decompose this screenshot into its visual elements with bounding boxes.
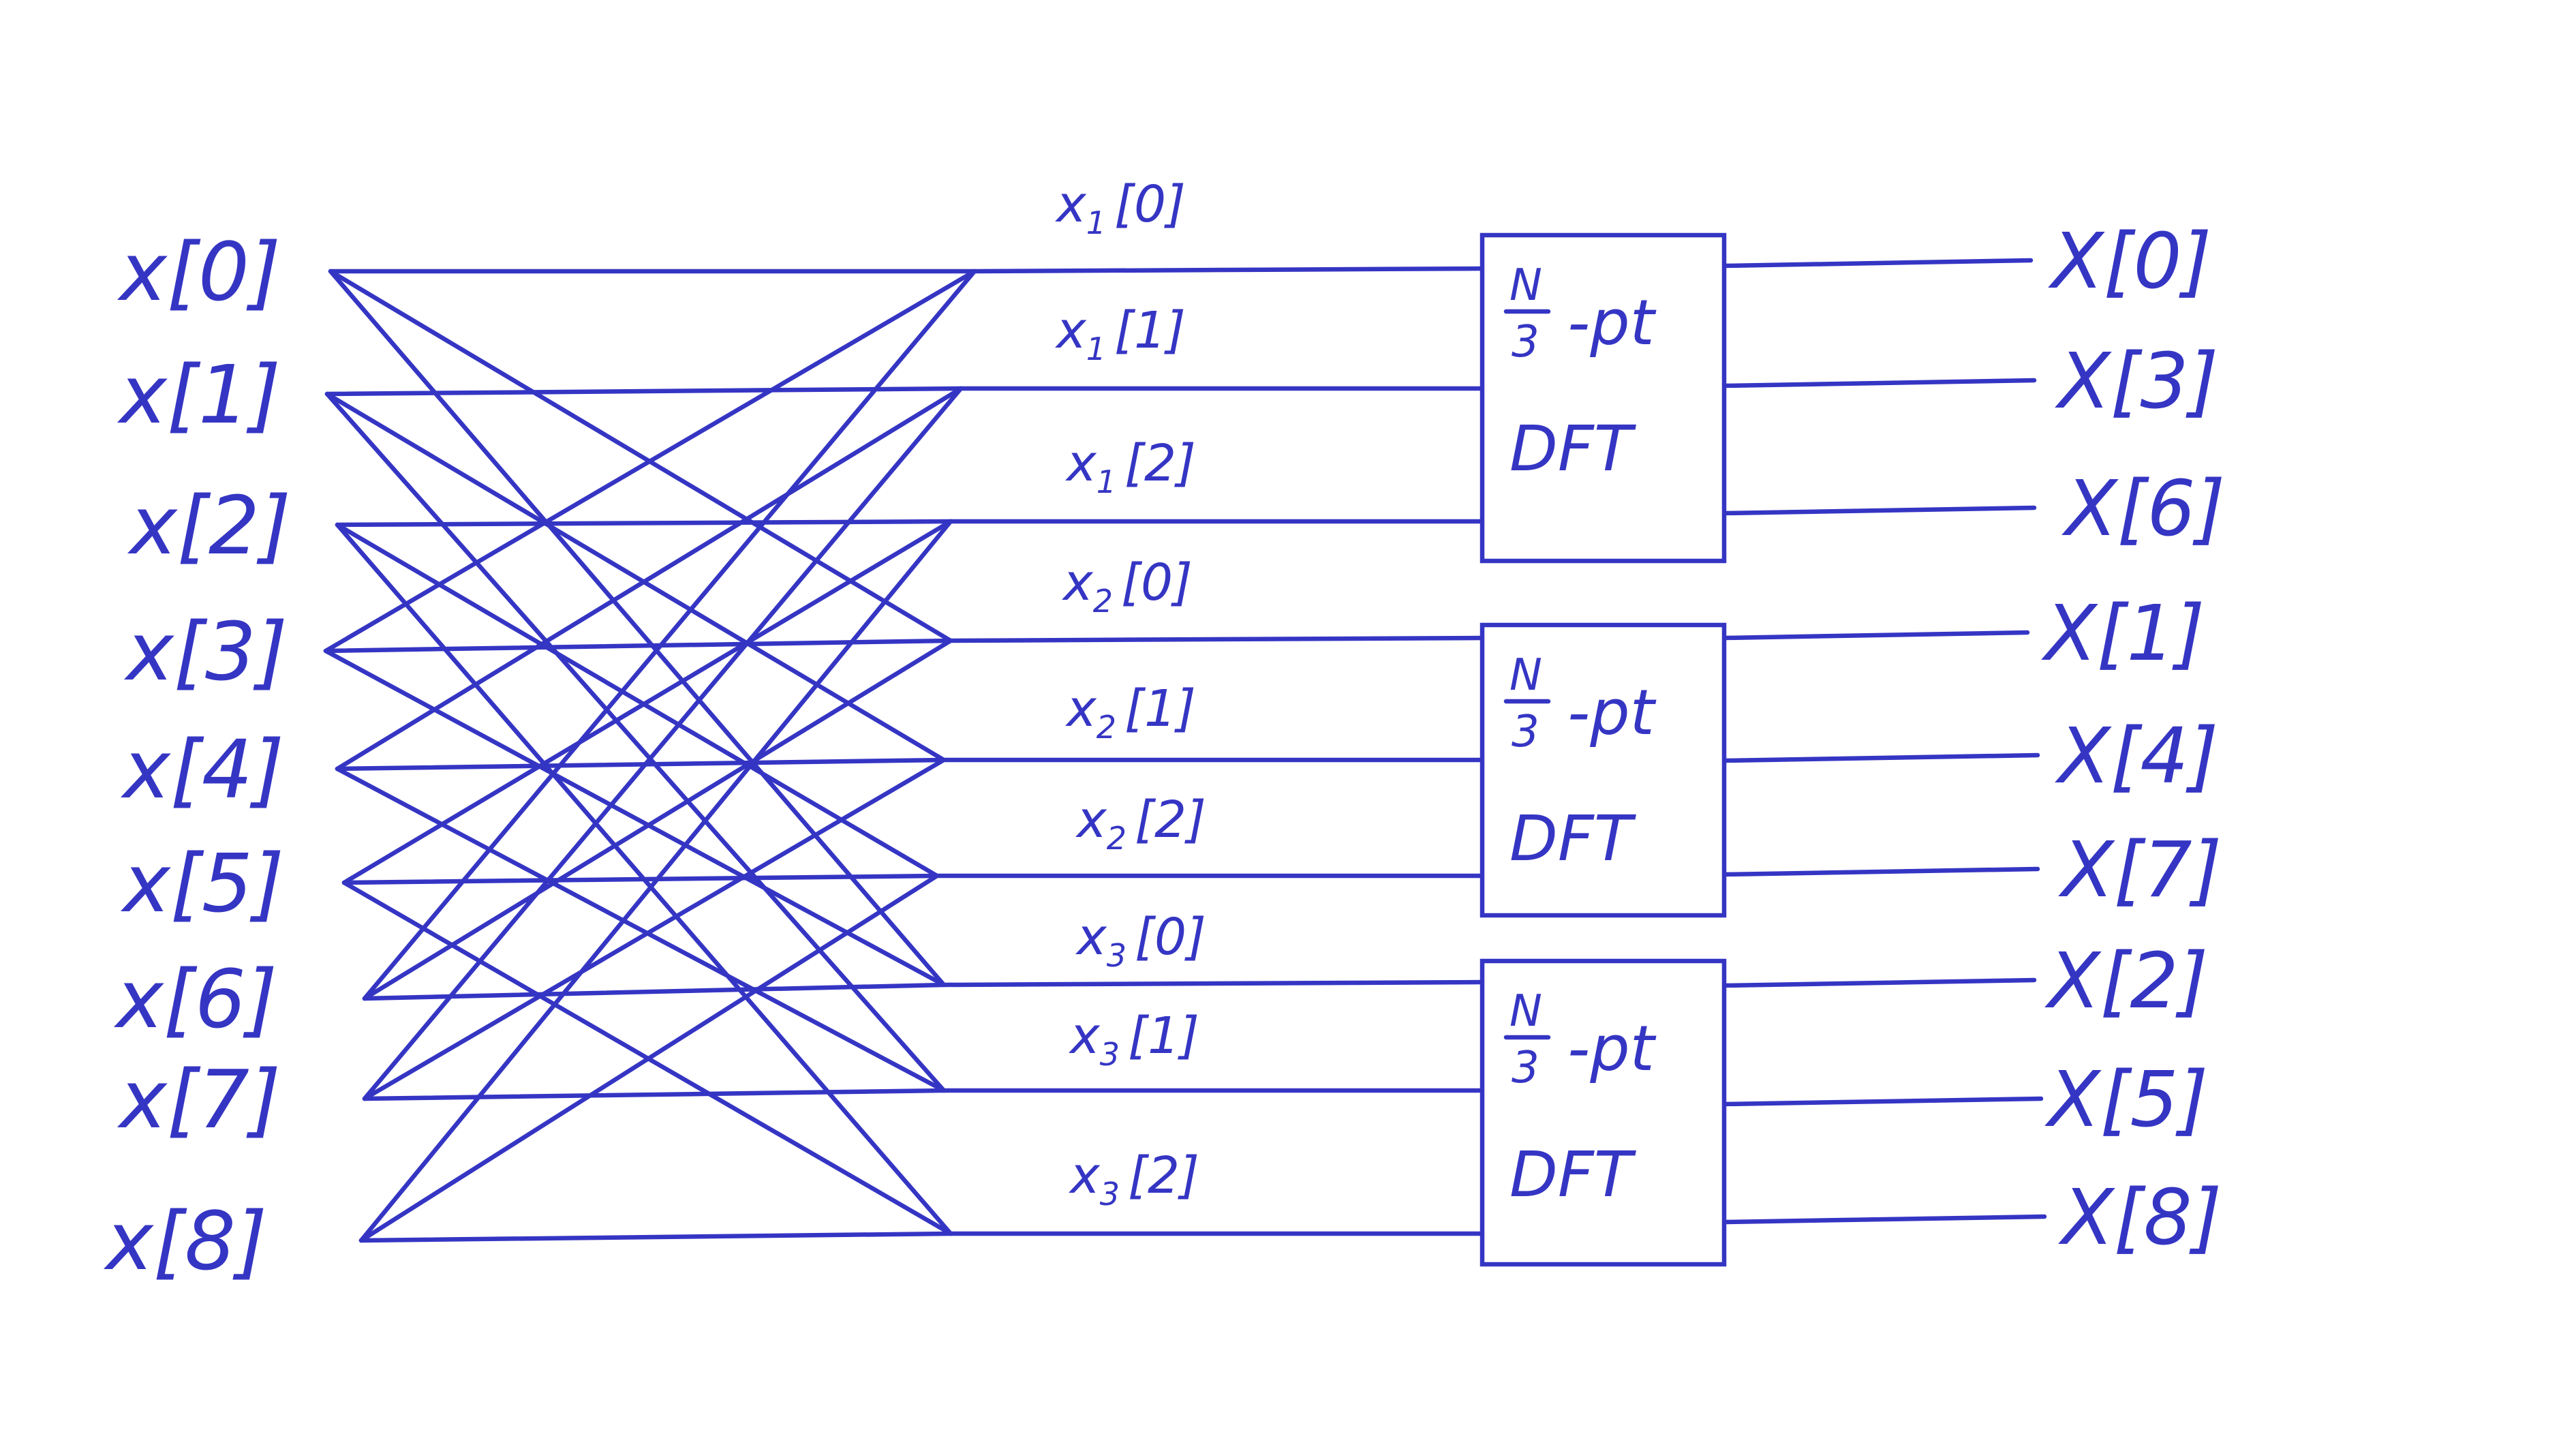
output-coefficient-label: X[2] <box>2044 937 2208 1026</box>
dft-output-line <box>1721 630 2030 641</box>
dft-block-frame <box>1479 232 1727 564</box>
butterfly-line <box>335 386 964 772</box>
intermediate-sequence-label: x2[2] <box>1075 791 1206 857</box>
butterfly-line <box>328 269 947 988</box>
input-sample-label: x[4] <box>120 722 284 817</box>
dft-size-numerator: N <box>1509 650 1542 701</box>
dft-size-suffix: -pt <box>1567 286 1657 359</box>
dft-size-suffix: -pt <box>1567 1012 1657 1085</box>
dft-output-line <box>1721 378 2037 388</box>
dft-block-frame <box>1479 958 1727 1267</box>
dft-input-line <box>941 979 1485 988</box>
dft-input-line <box>972 266 1485 274</box>
input-sample-label: x[0] <box>117 225 281 319</box>
butterfly-line <box>323 638 953 654</box>
butterfly-line <box>358 519 953 1243</box>
dft-size-numerator: N <box>1509 986 1542 1037</box>
butterfly-line <box>362 638 953 1001</box>
butterfly-line <box>362 982 947 1001</box>
dft-output-line <box>1721 505 2037 516</box>
butterfly-line <box>362 269 977 1001</box>
butterfly-line <box>362 386 964 1101</box>
butterfly-line <box>341 873 940 885</box>
dft-size-denominator: 3 <box>1512 317 1539 367</box>
dft-block-title: DFT <box>1509 802 1637 875</box>
butterfly-line <box>324 386 964 397</box>
butterfly-line <box>335 757 947 772</box>
dft-output-line <box>1721 258 2034 269</box>
output-coefficient-label: X[5] <box>2044 1056 2208 1144</box>
dft-block-frame <box>1479 622 1727 918</box>
output-coefficient-label: X[0] <box>2048 217 2211 306</box>
dft-output-line <box>1721 1096 2044 1107</box>
butterfly-line <box>341 519 953 885</box>
dft-input-line <box>948 635 1485 643</box>
butterfly-line <box>324 391 947 1093</box>
dft-output-line <box>1721 752 2040 763</box>
output-coefficient-label: X[3] <box>2055 337 2218 426</box>
intermediate-sequence-label: x1[1] <box>1055 301 1186 367</box>
output-coefficient-label: X[7] <box>2058 826 2222 915</box>
butterfly-line <box>335 766 947 1093</box>
dft-block-title: DFT <box>1509 412 1637 485</box>
dft-size-denominator: 3 <box>1512 707 1539 757</box>
butterfly-line <box>328 269 953 643</box>
intermediate-sequence-label: x2[1] <box>1065 680 1196 746</box>
butterfly-line <box>323 648 947 988</box>
intermediate-sequence-label: x3[1] <box>1069 1007 1199 1073</box>
input-sample-label: x[6] <box>113 952 277 1046</box>
butterfly-line <box>324 391 947 763</box>
input-sample-label: x[8] <box>103 1194 267 1288</box>
butterfly-wires <box>323 258 2047 1243</box>
input-sample-label: x[7] <box>117 1052 281 1146</box>
butterfly-line <box>358 1231 953 1243</box>
intermediate-sequence-label: x3[0] <box>1075 908 1206 974</box>
intermediate-sequence-label: x2[0] <box>1062 553 1193 620</box>
dft-output-line <box>1721 1214 2047 1225</box>
dft-output-line <box>1721 866 2040 877</box>
input-sample-label: x[2] <box>127 478 291 573</box>
output-coefficient-label: X[8] <box>2058 1174 2222 1262</box>
butterfly-line <box>358 873 940 1243</box>
butterfly-line <box>323 269 977 654</box>
butterfly-line <box>362 1088 947 1101</box>
intermediate-sequence-label: x3[2] <box>1069 1146 1199 1212</box>
input-sample-label: x[3] <box>123 605 288 699</box>
dft-size-denominator: 3 <box>1512 1043 1539 1093</box>
dft-size-numerator: N <box>1509 260 1542 311</box>
output-coefficient-label: X[1] <box>2041 590 2205 678</box>
intermediate-sequence-label: x1[0] <box>1055 175 1186 241</box>
input-sample-label: x[5] <box>120 836 284 930</box>
output-coefficient-label: X[6] <box>2061 465 2225 553</box>
output-coefficient-label: X[4] <box>2055 712 2218 801</box>
butterfly-line <box>362 757 947 1101</box>
signal-labels: x[0] x[1] x[2] x[3] x[4] x[5] x[6]x[7] x[8] x1[0… <box>103 175 2225 1288</box>
butterfly-line <box>335 519 953 528</box>
dft-block-title: DFT <box>1509 1138 1637 1211</box>
intermediate-sequence-label: x1[2] <box>1065 434 1196 500</box>
dft-size-suffix: -pt <box>1567 676 1657 749</box>
input-sample-label: x[1] <box>117 348 281 442</box>
dft-output-line <box>1721 977 2037 988</box>
